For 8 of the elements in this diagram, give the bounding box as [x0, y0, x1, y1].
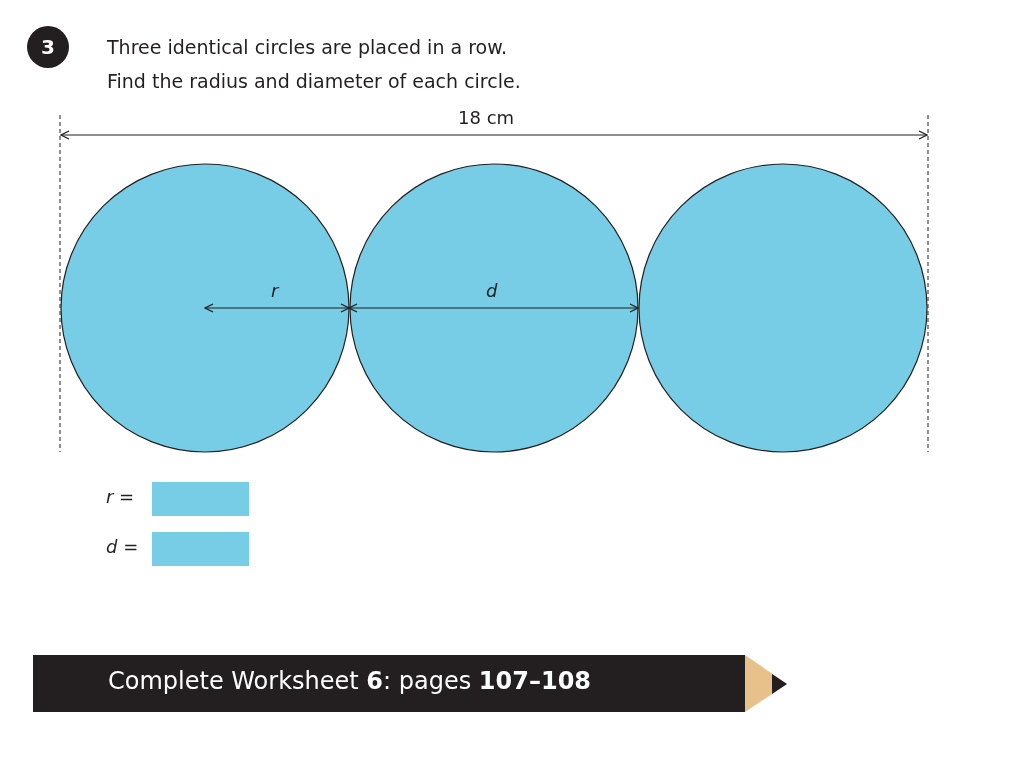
question-number: 3	[27, 26, 69, 68]
variable-label: r =	[106, 486, 135, 507]
question-text: Three identical circles are placed in a row. Find the radius and diameter of each circle.	[107, 35, 522, 94]
dimension-label: 18 cm	[458, 107, 515, 128]
variable-label: r	[271, 280, 279, 301]
variable-label: d =	[106, 536, 139, 557]
variable-label: d	[486, 280, 498, 301]
instruction-text: Complete Worksheet 6: pages 107–108	[108, 667, 592, 695]
